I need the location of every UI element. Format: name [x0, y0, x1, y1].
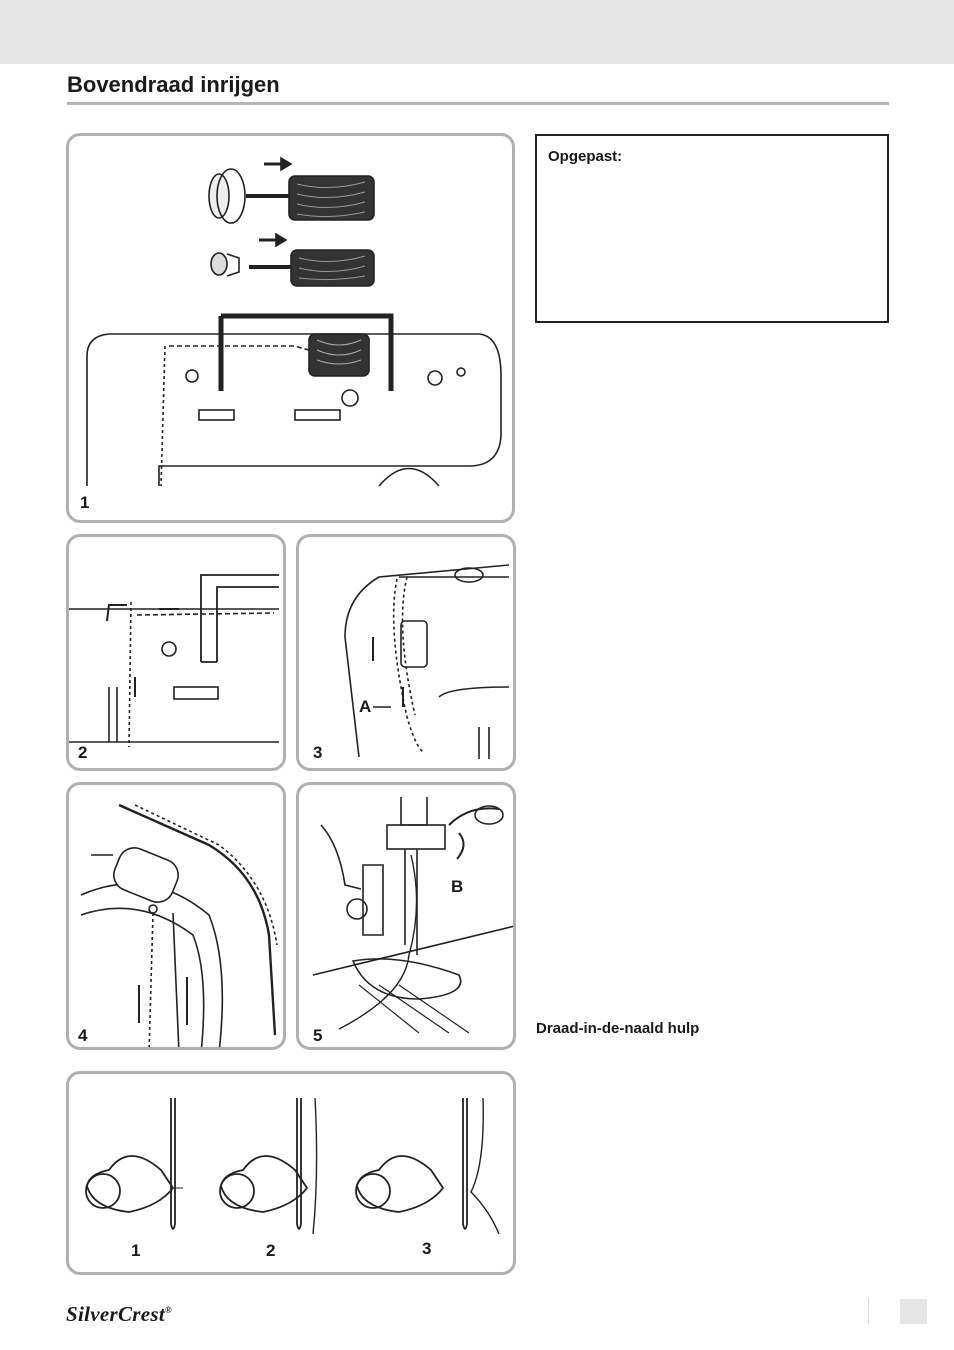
page-title: Bovendraad inrijgen — [67, 72, 280, 97]
brand-name: SilverCrest — [66, 1302, 165, 1326]
sewing-machine-icon — [86, 156, 502, 487]
note-title: Opgepast: — [548, 148, 623, 165]
needle-threader-panel: 1 2 3 — [66, 1071, 516, 1275]
step-label: 2 — [266, 1241, 276, 1260]
figure-2-panel: 2 — [66, 534, 286, 771]
figure-1-panel: 1 — [66, 133, 515, 523]
section-heading: Draad-in-de-naald hulp — [536, 1020, 700, 1037]
figure-5-panel: B 5 — [296, 782, 516, 1050]
footer-divider — [868, 1298, 869, 1324]
needle-threader-icon — [85, 1097, 500, 1235]
thread-guide-icon — [80, 803, 278, 1047]
figure-number: 4 — [78, 1026, 88, 1045]
callout-label: A — [359, 697, 372, 716]
figure-number: 1 — [80, 493, 90, 512]
figure-number: 2 — [78, 743, 88, 762]
figure-4-panel: 4 — [66, 782, 286, 1050]
thread-guide-icon — [344, 564, 510, 759]
warning-note-box: Opgepast: — [535, 134, 889, 323]
step-label: 1 — [131, 1241, 141, 1260]
callout-label: B — [451, 877, 464, 896]
figure-number: 3 — [313, 743, 323, 762]
header-band — [0, 0, 954, 64]
figure-number: 5 — [313, 1026, 323, 1045]
title-rule — [67, 102, 889, 105]
page-number-box — [900, 1299, 927, 1324]
step-label: 3 — [422, 1239, 432, 1258]
brand-logo: SilverCrest® — [66, 1302, 172, 1327]
registered-mark: ® — [164, 1305, 173, 1315]
presser-foot-icon — [312, 797, 513, 1034]
figure-3-panel: A 3 — [296, 534, 516, 771]
thread-guide-icon — [69, 574, 279, 748]
